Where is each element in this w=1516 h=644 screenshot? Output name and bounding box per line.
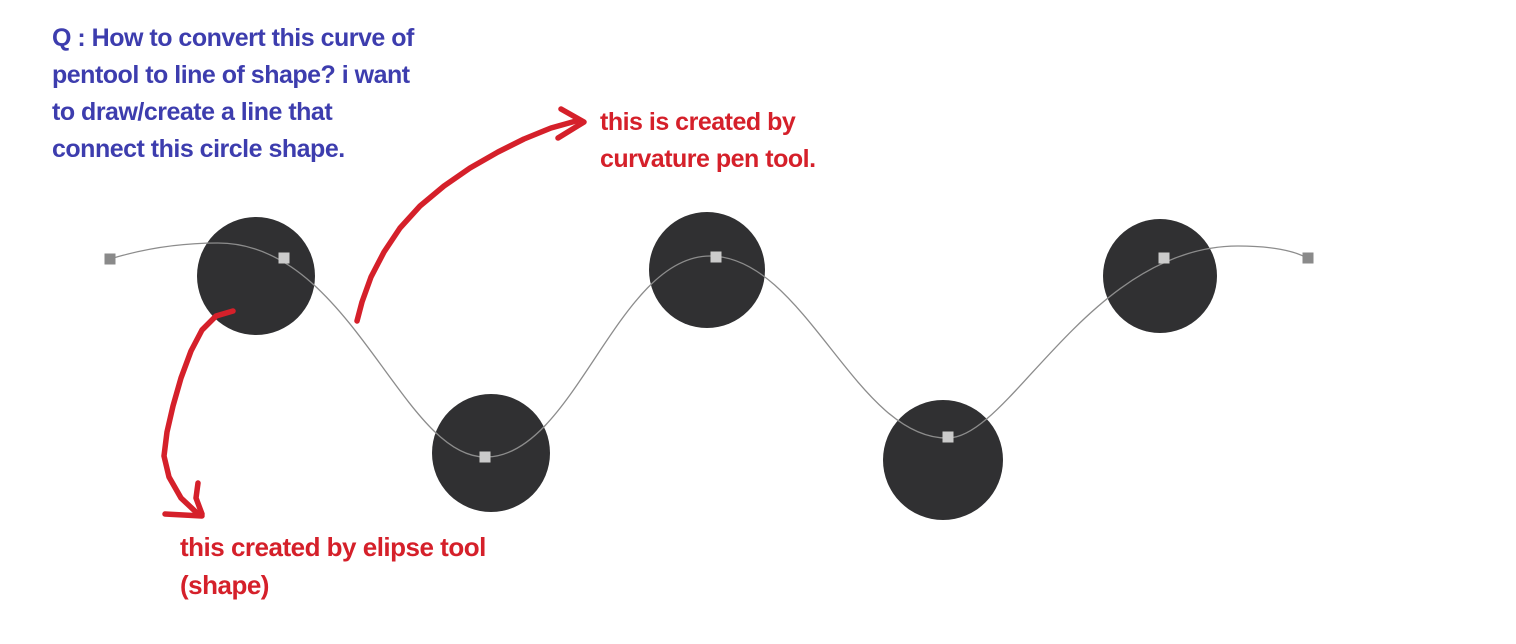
curve-anchor-point (942, 431, 954, 443)
circles-layer (197, 212, 1217, 520)
ellipse-annotation: this created by elipse tool (shape) (180, 528, 486, 604)
question-line: Q : How to convert this curve of (52, 24, 414, 52)
question-line: connect this circle shape. (52, 135, 345, 163)
question-text: Q : How to convert this curve of pentool… (52, 20, 414, 168)
red-arrow-to-ellipse-note (161, 308, 236, 519)
arrow-shaft (354, 118, 579, 324)
annotation-line: this is created by (600, 108, 796, 136)
question-line: pentool to line of shape? i want (52, 61, 410, 89)
ellipse-shape-circle (432, 394, 550, 512)
question-line: to draw/create a line that (52, 98, 333, 126)
curve-anchor-point (1158, 252, 1170, 264)
annotation-line: this created by elipse tool (180, 532, 486, 562)
ellipse-shape-circle (649, 212, 765, 328)
curve-anchor-point (710, 251, 722, 263)
curvature-pen-path (109, 242, 1308, 458)
ellipse-shape-circle (883, 400, 1003, 520)
arrow-head-barb-horizontal (162, 511, 205, 519)
arrow-head-barb-vertical (193, 480, 205, 517)
anchor-points-layer (104, 251, 1314, 463)
curve-anchor-point (479, 451, 491, 463)
curve-endpoint (104, 253, 116, 265)
ellipse-shape-circle (197, 217, 315, 335)
red-arrow-to-curvature-note (354, 106, 587, 324)
curve-endpoint (1302, 252, 1314, 264)
annotation-line: (shape) (180, 570, 269, 600)
curve-anchor-point (278, 252, 290, 264)
curvature-annotation: this is created by curvature pen tool. (600, 104, 816, 178)
arrow-head (555, 106, 587, 141)
ellipse-shape-circle (1103, 219, 1217, 333)
arrow-shaft (161, 308, 236, 516)
annotation-line: curvature pen tool. (600, 145, 816, 173)
